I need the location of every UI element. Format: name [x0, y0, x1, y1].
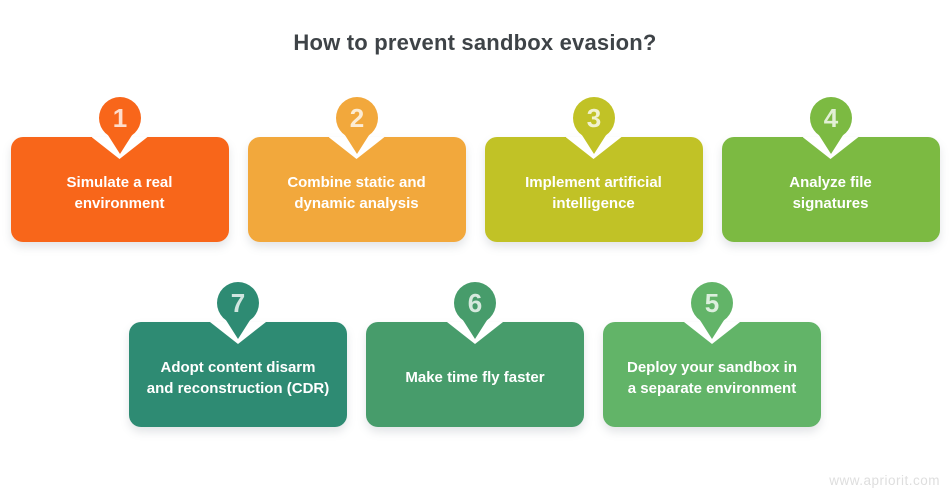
step-number: 3	[586, 103, 600, 133]
map-pin-icon: 6	[454, 282, 496, 339]
page-title: How to prevent sandbox evasion?	[293, 30, 657, 55]
step-number: 5	[705, 288, 719, 318]
step-number: 1	[112, 103, 126, 133]
step-number: 4	[823, 103, 838, 133]
map-pin-icon: 1	[98, 97, 141, 154]
step-label: Adopt content disarm and reconstruction …	[146, 358, 330, 397]
map-pin-icon: 7	[217, 282, 259, 339]
step-number: 7	[231, 288, 245, 318]
step-card-7: 7 Adopt content disarm and reconstructio…	[129, 282, 347, 427]
step-card-2: 2 Combine static and dynamic analysis	[247, 97, 466, 242]
steps-row-top: 1 Simulate a real environment 2 Combine …	[0, 97, 950, 242]
step-card-5: 5 Deploy your sandbox in a separate envi…	[603, 282, 821, 427]
map-pin-icon: 5	[691, 282, 733, 339]
steps-row-bottom: 7 Adopt content disarm and reconstructio…	[0, 282, 950, 427]
step-label: Analyze file signatures	[789, 173, 872, 212]
step-card-1: 1 Simulate a real environment	[10, 97, 229, 242]
step-card-4: 4 Analyze file signatures	[721, 97, 940, 242]
step-number: 6	[468, 288, 482, 318]
step-card-3: 3 Implement artificial intelligence	[484, 97, 703, 242]
step-label: Implement artificial intelligence	[525, 173, 662, 212]
map-pin-icon: 4	[809, 97, 852, 154]
step-label: Deploy your sandbox in a separate enviro…	[626, 358, 798, 397]
step-label: Make time fly faster	[405, 369, 545, 387]
step-number: 2	[349, 103, 363, 133]
website-watermark: www.apriorit.com	[829, 473, 940, 488]
map-pin-icon: 3	[572, 97, 615, 154]
step-card-6: 6 Make time fly faster	[366, 282, 584, 427]
map-pin-icon: 2	[335, 97, 378, 154]
step-label: Simulate a real environment	[66, 173, 173, 212]
step-label: Combine static and dynamic analysis	[287, 173, 426, 212]
